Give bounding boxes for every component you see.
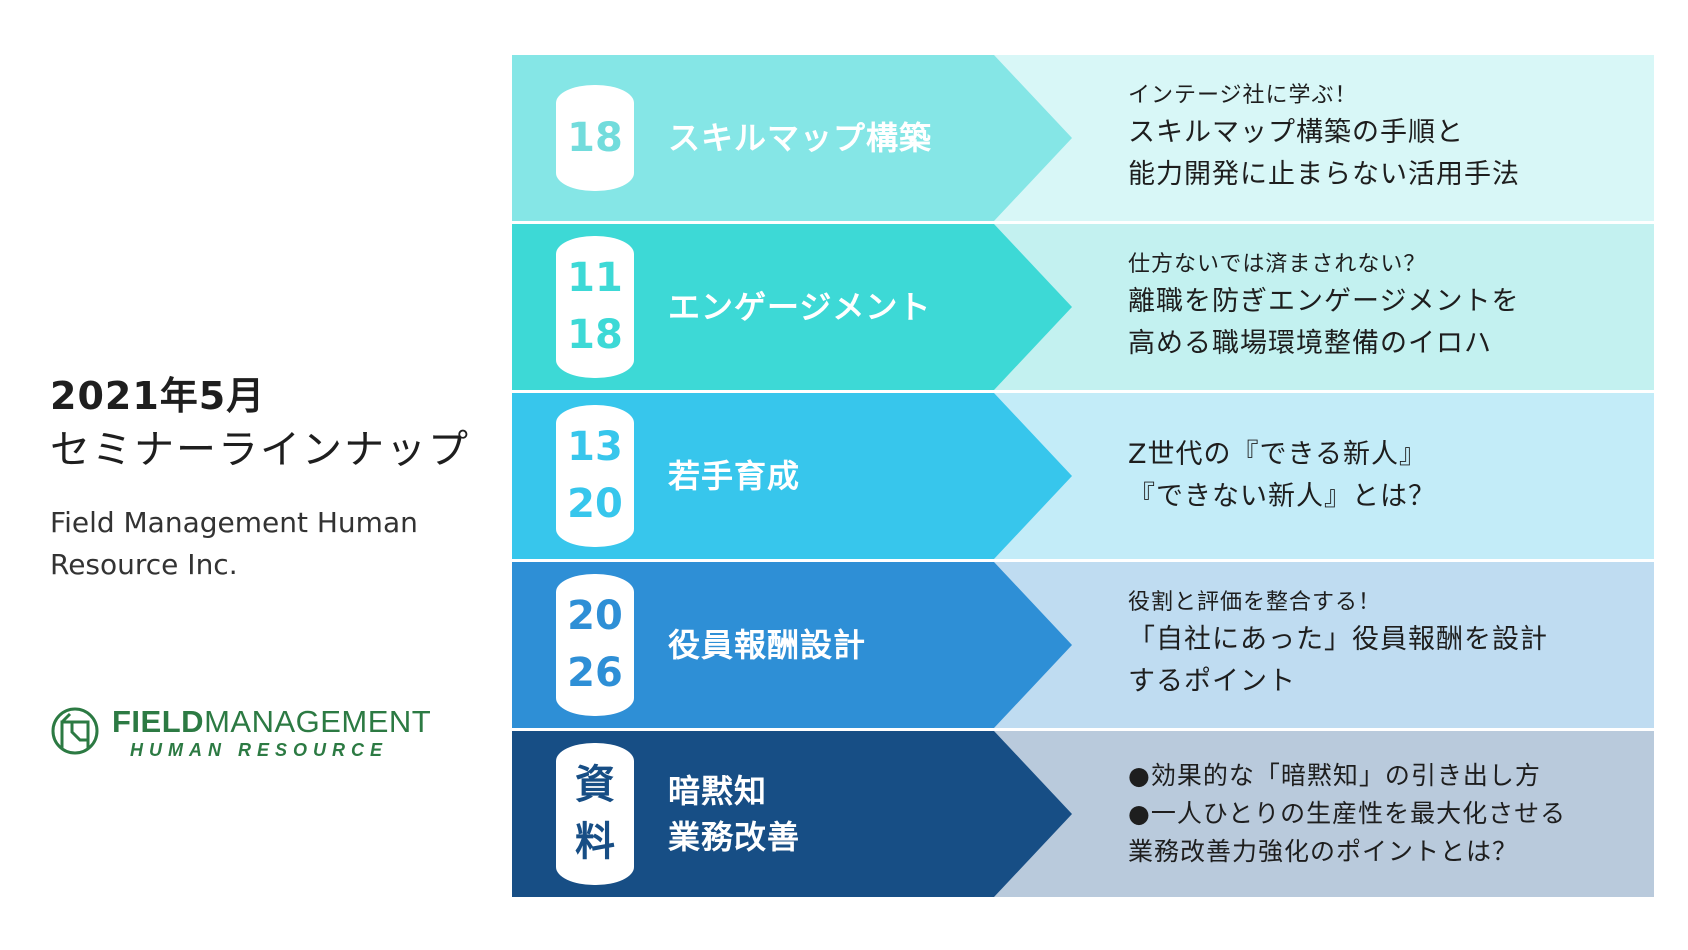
seminar-title: 若手育成 (668, 393, 1048, 559)
company-name-line2: Resource Inc. (50, 548, 238, 581)
seminar-title-line: 暗黙知 (668, 772, 768, 810)
seminar-arrow-shape (512, 393, 1072, 559)
seminar-description-line: ●一人ひとりの生産性を最大化させる (1128, 799, 1567, 828)
seminar-arrow-shape (512, 224, 1072, 390)
seminar-description: Z世代の『できる新人』『できない新人』とは？ (1128, 393, 1638, 559)
seminar-title: エンゲージメント (668, 224, 1048, 390)
heading-block: 2021年5月 セミナーラインナップ Field Management Huma… (50, 372, 500, 586)
seminar-title: スキルマップ構築 (668, 55, 1048, 221)
seminar-description-line: スキルマップ構築の手順と (1128, 117, 1464, 148)
seminar-arrow-shape (512, 55, 1072, 221)
seminar-description: 仕方ないでは済まされない？ 離職を防ぎエンゲージメントを高める職場環境整備のイロハ (1128, 224, 1638, 390)
seminar-description-line: 離職を防ぎエンゲージメントを (1128, 286, 1520, 317)
seminar-description-line: Z世代の『できる新人』 (1128, 439, 1427, 470)
heading-lineup: セミナーラインナップ (50, 427, 470, 473)
company-name: Field Management Human Resource Inc. (50, 502, 500, 586)
seminar-title-line: 若手育成 (668, 457, 801, 495)
seminar-arrow-shape (512, 731, 1072, 897)
seminar-description-line: 高める職場環境整備のイロハ (1128, 328, 1492, 359)
date-badge-text: 資 (575, 762, 615, 808)
seminar-row[interactable]: 資料暗黙知業務改善●効果的な「暗黙知」の引き出し方●一人ひとりの生産性を最大化さ… (512, 731, 1654, 897)
date-badge: 資料 (556, 743, 634, 885)
date-badge-text: 26 (567, 650, 623, 696)
date-badge-text: 18 (567, 312, 623, 358)
seminar-description-line: 業務改善力強化のポイントとは？ (1128, 837, 1519, 866)
seminar-description: ●効果的な「暗黙知」の引き出し方 ●一人ひとりの生産性を最大化させる業務改善力強化… (1128, 731, 1638, 897)
seminar-title-line: 役員報酬設計 (668, 626, 867, 664)
seminar-description: 役割と評価を整合する！ 「自社にあった」役員報酬を設計するポイント (1128, 562, 1638, 728)
seminar-title-line: スキルマップ構築 (668, 119, 933, 157)
seminar-title: 役員報酬設計 (668, 562, 1048, 728)
logo-subtitle: HUMAN RESOURCE (130, 740, 389, 760)
logo-wordmark-bold: FIELD (112, 704, 205, 739)
seminar-list: 18 スキルマップ構築 インテージ社に学ぶ！ スキルマップ構築の手順と能力開発に止まら… (512, 55, 1654, 900)
seminar-description-line: 『できない新人』とは？ (1128, 481, 1436, 512)
date-badge-text: 料 (575, 819, 615, 865)
seminar-title-line: 業務改善 (668, 818, 801, 856)
seminar-title-line: エンゲージメント (668, 288, 932, 326)
seminar-description-line: 「自社にあった」役員報酬を設計 (1128, 624, 1548, 655)
seminar-row[interactable]: 18 スキルマップ構築 インテージ社に学ぶ！ スキルマップ構築の手順と能力開発に止まら… (512, 55, 1654, 221)
seminar-intro: 役割と評価を整合する！ (1128, 590, 1382, 615)
date-badge-text: 20 (567, 593, 623, 639)
logo-wordmark-light: MANAGEMENT (204, 704, 432, 739)
date-badge-text: 20 (567, 481, 623, 527)
seminar-description-line: するポイント (1128, 666, 1296, 697)
seminar-description: インテージ社に学ぶ！ スキルマップ構築の手順と能力開発に止まらない活用手法 (1128, 55, 1638, 221)
seminar-description-line: 能力開発に止まらない活用手法 (1128, 159, 1520, 190)
seminar-title: 暗黙知業務改善 (668, 731, 1048, 897)
date-badge-text: 13 (567, 424, 623, 470)
date-badge-text: 18 (567, 114, 623, 161)
seminar-arrow-shape (512, 562, 1072, 728)
date-badge-text: 11 (567, 255, 623, 301)
company-name-line1: Field Management Human (50, 506, 418, 539)
date-badge: 18 (556, 85, 634, 191)
seminar-intro: 仕方ないでは済まされない？ (1128, 252, 1427, 277)
seminar-description-line: ●効果的な「暗黙知」の引き出し方 (1128, 761, 1541, 790)
heading-year: 2021年5月 (50, 374, 266, 418)
logo-wordmark: FIELDMANAGEMENT (112, 704, 431, 740)
company-logo: FIELDMANAGEMENT HUMAN RESOURCE (50, 700, 470, 764)
seminar-intro: インテージ社に学ぶ！ (1128, 83, 1358, 108)
logo-emblem-icon (51, 707, 99, 755)
